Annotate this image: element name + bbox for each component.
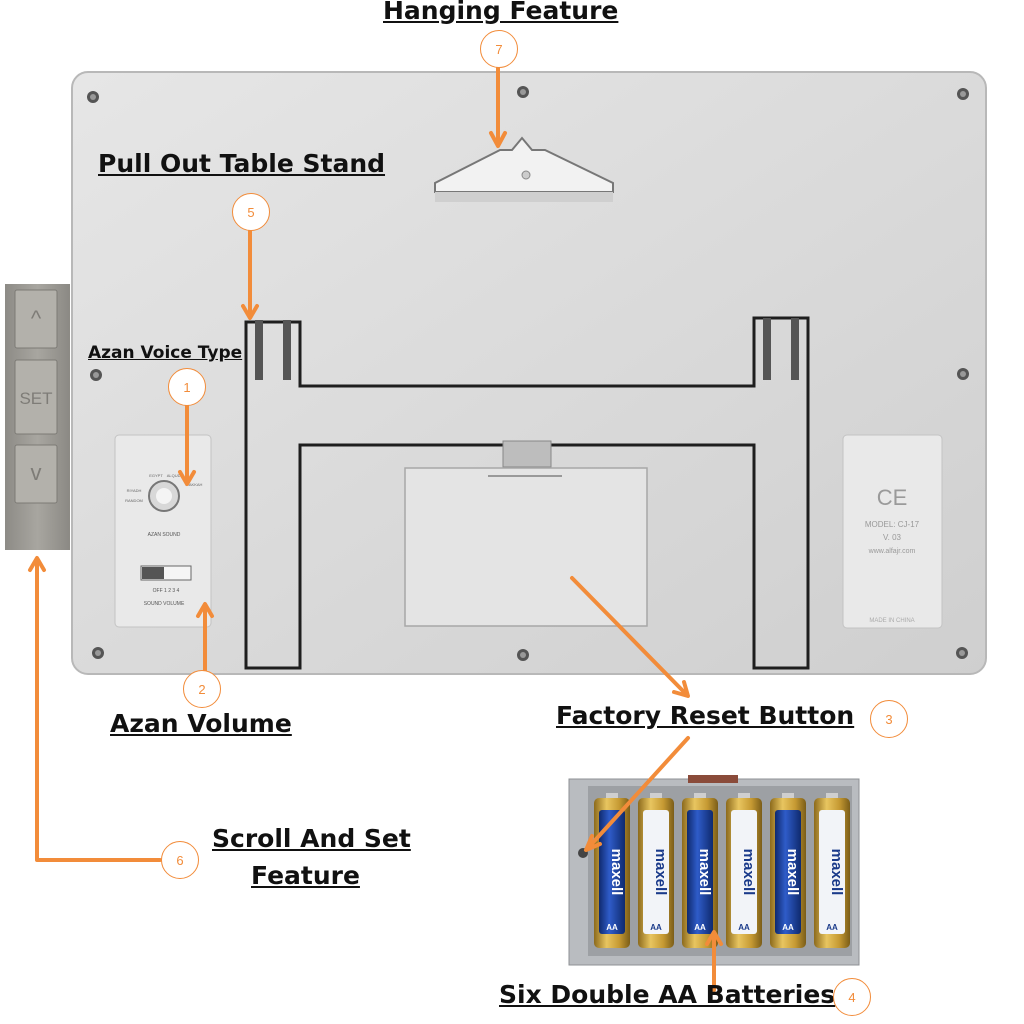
ce-mark: CE [877,485,908,510]
voice-option-makkah: MAKKAH [186,482,203,487]
badge-4: 4 [833,978,871,1016]
arrow-reset-cover [570,576,688,696]
battery-brand-text: maxell [784,849,801,896]
voice-option-egypt: EGYPT [149,473,163,478]
sound-volume-text: SOUND VOLUME [144,601,185,607]
battery-size-text: AA [650,923,662,932]
table-stand [244,316,810,670]
side-button-panel [5,284,70,550]
batteries-heading: Six Double AA Batteries [499,980,836,1009]
badge-3: 3 [870,700,908,738]
battery-cover [404,467,648,627]
azan-volume-heading: Azan Volume [110,709,292,738]
arrowhead-volume [196,602,214,618]
up-button-label: ^ [31,306,42,331]
model-text: MODEL: CJ-17 [865,520,920,529]
battery-size-text: AA [738,923,750,932]
azan-sound-text: AZAN SOUND [148,532,181,538]
arrow-scroll [35,558,162,862]
set-button-label: SET [19,389,52,408]
volume-scale-text: OFF 1 2 3 4 [153,588,180,594]
battery-brand-text: maxell [740,849,757,896]
arrowhead-batteries [705,930,723,946]
stand-clip [502,440,552,468]
scroll-set-heading-line2: Feature [251,861,360,890]
version-text: V. 03 [883,533,901,542]
batteries: maxellAAmaxellAAmaxellAAmaxellAAmaxellAA… [594,793,850,948]
battery-size-text: AA [694,923,706,932]
voice-option-riyadh: RIYADH [127,488,142,493]
arrowhead-reset-cover [672,680,690,698]
control-panel [114,434,212,628]
arrowhead-hanging [489,131,507,148]
battery-brand-text: maxell [696,849,713,896]
badge-6: 6 [161,841,199,879]
arrowhead-reset-hole [584,834,602,852]
voice-option-random: RANDOM [125,498,143,503]
azan-voice-type-heading: Azan Voice Type [88,343,243,363]
battery-size-text: AA [606,923,618,932]
badge-7: 7 [480,30,518,68]
battery-brand-text: maxell [608,849,625,896]
website-text: www.alfajr.com [868,548,916,555]
made-in-text: MADE IN CHINA [869,618,914,624]
arrowhead-stand [241,304,259,320]
factory-reset-heading: Factory Reset Button [556,701,855,730]
arrowhead-scroll [28,556,46,572]
battery-brand-text: maxell [652,849,669,896]
hanging-feature-heading: Hanging Feature [383,0,619,25]
hanging-hook [434,136,614,202]
badge-2: 2 [183,670,221,708]
scroll-set-heading-line1: Scroll And Set [212,824,411,853]
battery-size-text: AA [782,923,794,932]
arrowhead-voice [178,470,196,486]
arrow-reset-hole [586,736,690,850]
badge-1: 1 [168,368,206,406]
voice-option-aqsa: ALQUDS [167,473,184,478]
label-plate [842,434,943,629]
battery-brand-text: maxell [828,849,845,896]
badge-5: 5 [232,193,270,231]
leader-arrows [28,66,723,992]
pull-out-stand-heading: Pull Out Table Stand [98,149,386,178]
battery-size-text: AA [826,923,838,932]
screws [87,86,969,661]
down-button-label: v [31,460,42,485]
